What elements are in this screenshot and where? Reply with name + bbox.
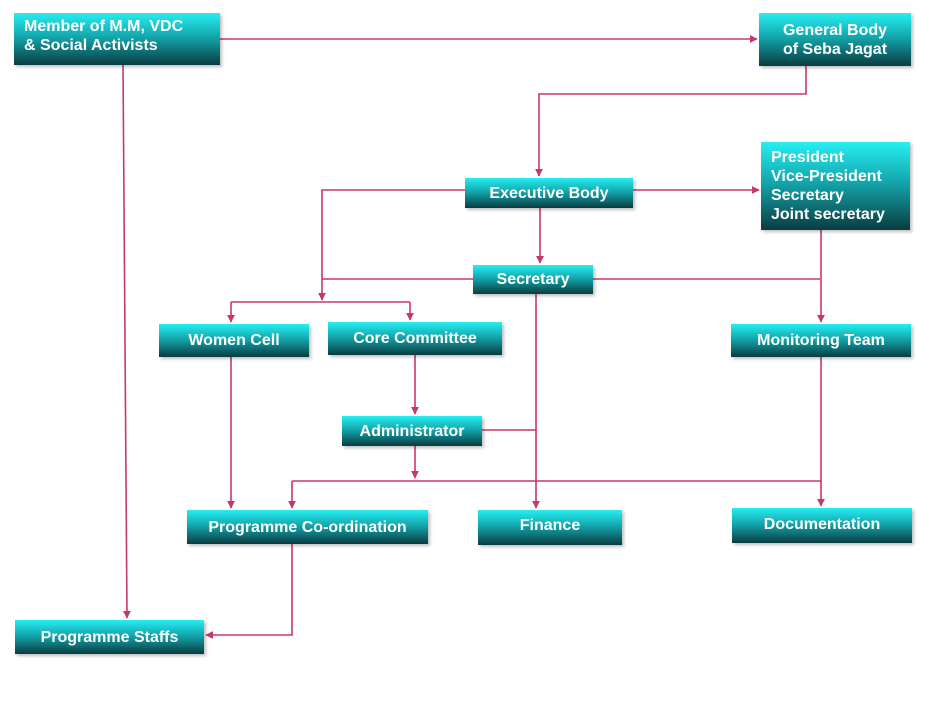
finance-node: Finance	[478, 510, 622, 545]
executive-body-label: Executive Body	[489, 184, 609, 202]
programme-staffs-node: Programme Staffs	[15, 620, 204, 654]
secretary-label: Secretary	[496, 271, 570, 288]
core-committee-node: Core Committee	[328, 322, 502, 355]
officers-node: President Vice-President Secretary Joint…	[761, 142, 910, 230]
arrow-executive-to-left-branch	[318, 189, 465, 301]
officer-secretary: Secretary	[771, 187, 844, 204]
general-body-line-1: General Body	[782, 21, 888, 39]
programme-staffs-label: Programme Staffs	[40, 628, 179, 646]
arrow-member-to-programme-staffs	[122, 64, 131, 619]
programme-coordination-node: Programme Co-ordination	[187, 510, 428, 544]
documentation-label: Documentation	[763, 516, 881, 533]
officer-president: President	[771, 149, 844, 166]
member-mm-vdc-node: Member of M.M, VDC & Social Activists	[14, 13, 220, 65]
executive-body-node: Executive Body	[465, 178, 633, 208]
secretary-node: Secretary	[473, 265, 593, 294]
monitoring-team-label: Monitoring Team	[757, 332, 885, 349]
programme-coordination-label: Programme Co-ordination	[208, 518, 407, 536]
officer-vice-president: Vice-President	[771, 168, 882, 185]
administrator-label: Administrator	[359, 422, 465, 440]
arrow-general-body-to-executive	[535, 66, 807, 177]
general-body-node: General Body of Seba Jagat	[759, 13, 911, 66]
officer-joint-secretary: Joint secretary	[771, 206, 885, 223]
arrow-coordination-to-programme-staffs	[205, 544, 293, 639]
core-committee-label: Core Committee	[353, 330, 477, 347]
administrator-node: Administrator	[342, 416, 482, 446]
finance-label: Finance	[519, 517, 581, 534]
general-body-line-2: of Seba Jagat	[782, 40, 888, 58]
member-line-1: Member of M.M, VDC	[24, 18, 184, 35]
monitoring-team-node: Monitoring Team	[731, 324, 911, 357]
women-cell-label: Women Cell	[188, 332, 280, 349]
documentation-node: Documentation	[732, 508, 912, 543]
member-line-2: & Social Activists	[24, 37, 158, 54]
women-cell-node: Women Cell	[159, 324, 309, 357]
